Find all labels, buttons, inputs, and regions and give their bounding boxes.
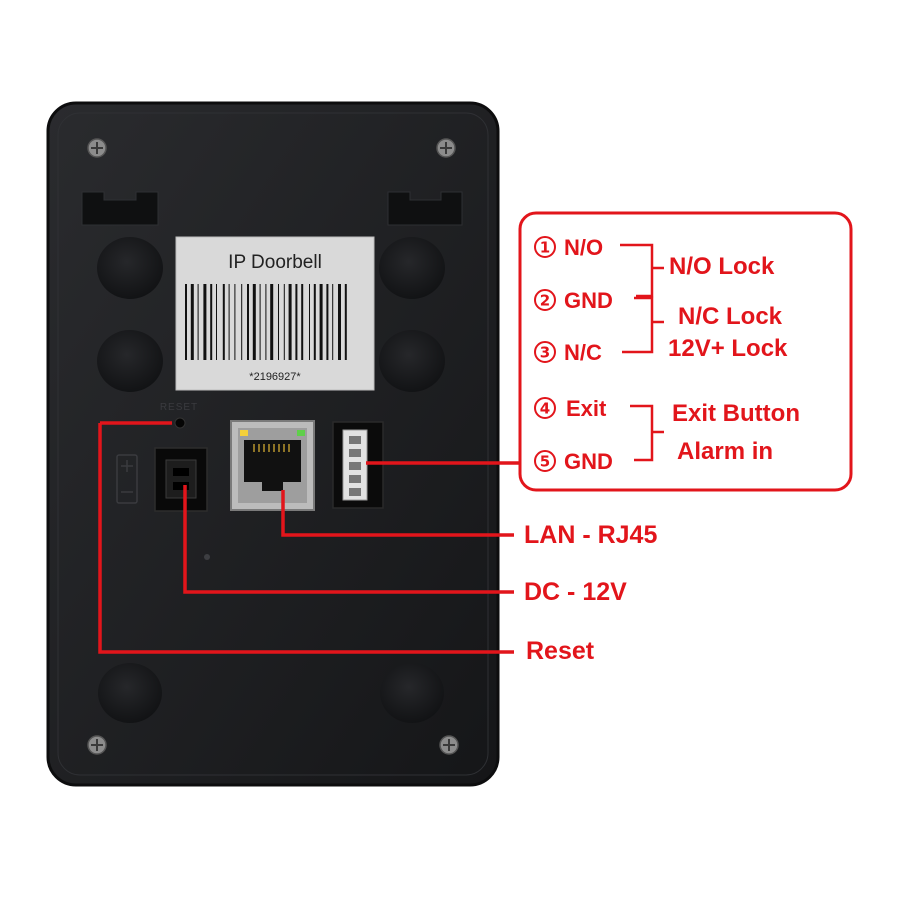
- pin-number: 2: [540, 292, 550, 310]
- mounting-hole: [379, 237, 445, 299]
- mounting-hole: [380, 663, 444, 723]
- rj45-port[interactable]: [230, 420, 315, 511]
- barcode-bar: [228, 284, 230, 360]
- pin-name: N/C: [564, 340, 602, 365]
- alarm-in-label: Alarm in: [677, 438, 773, 465]
- barcode-bar: [326, 284, 329, 360]
- barcode-bar: [203, 284, 207, 360]
- indicator-led: [204, 554, 210, 560]
- screw-icon: [87, 735, 107, 755]
- pin-number: 4: [540, 400, 550, 418]
- mounting-hole: [98, 663, 162, 723]
- barcode-bar: [190, 284, 194, 360]
- barcode-bar: [319, 284, 323, 360]
- label-serial: *2196927*: [249, 371, 301, 383]
- screw-icon: [87, 138, 107, 158]
- pin-brackets: [620, 243, 664, 462]
- pin-name: Exit: [566, 396, 607, 421]
- barcode-bar: [241, 284, 243, 360]
- no-lock-label: N/O Lock: [669, 253, 775, 280]
- barcode-bar: [197, 284, 199, 360]
- barcode-bar: [185, 284, 187, 360]
- barcode-bar: [265, 284, 267, 360]
- pin-name: GND: [564, 288, 613, 313]
- reset-marking: RESET: [160, 402, 198, 413]
- mounting-hole: [97, 237, 163, 299]
- screw-icon: [436, 138, 456, 158]
- mounting-hole: [97, 330, 163, 392]
- label-title: IP Doorbell: [228, 252, 322, 273]
- doorbell-device: IP Doorbell *2196927* RESET: [46, 101, 500, 787]
- barcode-bar: [332, 284, 334, 360]
- reset-hole[interactable]: [174, 417, 186, 429]
- exit-button-label: Exit Button: [672, 400, 800, 427]
- pin-name: GND: [564, 449, 613, 474]
- nc-lock-label: N/C Lock: [678, 303, 783, 330]
- barcode-bar: [247, 284, 249, 360]
- terminal-callout: 1 N/O 2 GND 3 N/C 4 Exit 5 GND: [518, 211, 853, 492]
- barcode: [185, 284, 347, 360]
- barcode-bar: [216, 284, 217, 360]
- barcode-bar: [301, 284, 304, 360]
- barcode-bar: [252, 284, 256, 360]
- pin-5-label: 5 GND: [534, 449, 613, 474]
- barcode-bar: [222, 284, 225, 360]
- mounting-slot: [387, 191, 463, 226]
- barcode-bar: [344, 284, 347, 360]
- barcode-bar: [210, 284, 213, 360]
- reset-leader: [98, 421, 514, 654]
- pin-2-label: 2 GND: [534, 288, 613, 313]
- barcode-bar: [309, 284, 310, 360]
- barcode-bar: [270, 284, 274, 360]
- mounting-hole: [379, 330, 445, 392]
- terminal-block[interactable]: [332, 421, 384, 509]
- barcode-bar: [295, 284, 298, 360]
- barcode-bar: [234, 284, 236, 360]
- product-label: IP Doorbell *2196927*: [175, 236, 375, 391]
- 12v-lock-label: 12V+ Lock: [668, 335, 788, 362]
- dc-power-connector[interactable]: [154, 447, 208, 512]
- mounting-slot: [81, 191, 159, 226]
- pin-number: 5: [540, 453, 550, 471]
- dc-label: DC - 12V: [524, 578, 627, 606]
- barcode-bar: [283, 284, 285, 360]
- barcode-bar: [338, 284, 341, 360]
- barcode-bar: [278, 284, 279, 360]
- pin-4-label: 4 Exit: [534, 396, 607, 421]
- dc-leader: [183, 485, 514, 594]
- lan-label: LAN - RJ45: [524, 521, 657, 549]
- reset-label: Reset: [526, 637, 595, 665]
- barcode-bar: [313, 284, 316, 360]
- barcode-bar: [259, 284, 261, 360]
- pin-number: 3: [540, 344, 550, 362]
- barcode-bar: [288, 284, 292, 360]
- screw-icon: [439, 735, 459, 755]
- pin-name: N/O: [564, 235, 603, 260]
- pin-number: 1: [540, 239, 550, 257]
- pin-1-label: 1 N/O: [534, 235, 603, 260]
- polarity-marking: [116, 454, 138, 504]
- lan-leader: [281, 490, 514, 537]
- leader-lines: [98, 421, 522, 654]
- pin-3-label: 3 N/C: [534, 340, 602, 365]
